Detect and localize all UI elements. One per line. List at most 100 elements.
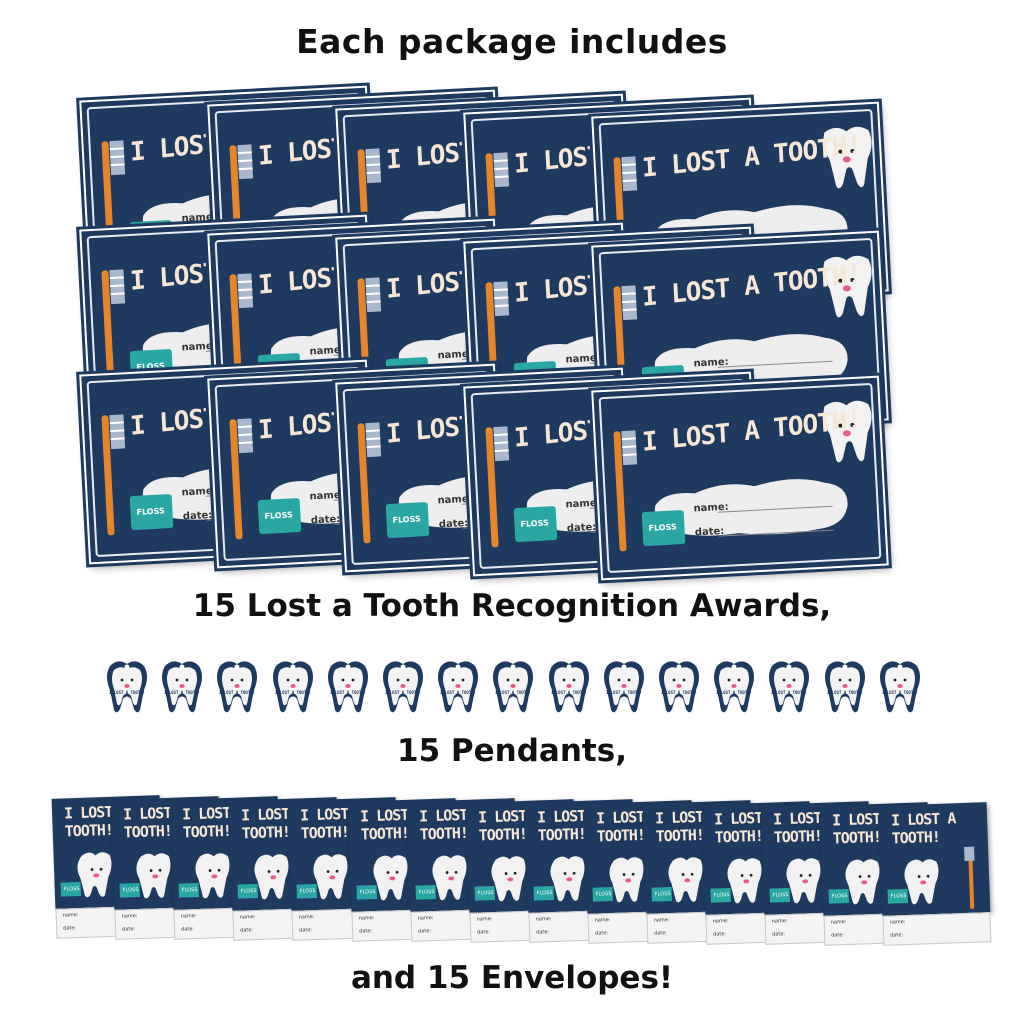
pendant: I LOST A TOOTH!: [435, 658, 481, 714]
pendant-text: I LOST A TOOTH!: [605, 690, 643, 695]
pendant: I LOST A TOOTH!: [766, 658, 812, 714]
speech-cloud: [654, 479, 848, 536]
floss-box-icon: [178, 882, 199, 898]
tooth-pendant-icon: [273, 661, 313, 713]
envelope-name-label: name:: [830, 918, 847, 926]
envelope-date-label: date:: [299, 927, 313, 934]
envelope-floss-label: FLOSS: [536, 890, 553, 897]
award-date-label: date:: [438, 517, 469, 531]
toothbrush-bristles: [964, 846, 975, 861]
envelope-date-label: date:: [654, 930, 668, 937]
envelope-name-label: name:: [180, 913, 197, 920]
envelope-date-label: date:: [359, 927, 373, 935]
pendant: I LOST A TOOTH!: [490, 658, 536, 714]
envelope-name-label: name:: [417, 915, 434, 922]
tooth-pendant-icon: [769, 661, 809, 713]
award-name-label: name:: [693, 501, 729, 515]
heading-package-includes: Each package includes: [296, 22, 728, 61]
floss-box-icon: [474, 885, 495, 901]
tooth-pendant-icon: [383, 661, 423, 713]
floss-box-icon: [415, 884, 436, 900]
tooth-pendant-icon: [549, 661, 589, 713]
award-floss-label: FLOSS: [392, 514, 421, 525]
tooth-pendant-icon: [107, 661, 147, 713]
award-name-label: name:: [565, 497, 601, 511]
tooth-pendant-icon: [328, 661, 368, 713]
floss-box-icon: [257, 498, 302, 534]
envelope-title-line2: TOOTH!: [891, 827, 941, 848]
pendant-text: I LOST A TOOTH!: [715, 690, 753, 695]
award-floss-label: FLOSS: [520, 518, 549, 529]
envelope-date-label: date:: [890, 932, 904, 939]
pendant-text: I LOST A TOOTH!: [770, 690, 808, 695]
tooth-pendant-icon: [493, 661, 533, 713]
floss-box-icon: [60, 881, 81, 897]
pendant: I LOST A TOOTH!: [546, 658, 592, 714]
floss-box-icon: [385, 502, 430, 538]
envelope-title-line1: I LOST A: [890, 809, 956, 830]
envelope-artwork: [887, 846, 975, 909]
pendant-text: I LOST A TOOTH!: [494, 690, 532, 695]
pendant-text: I LOST A TOOTH!: [218, 690, 256, 695]
award-date-label: date:: [310, 513, 341, 527]
envelope-floss-label: FLOSS: [713, 891, 730, 899]
envelope-name-label: name:: [712, 917, 729, 925]
envelope-floss-label: FLOSS: [654, 891, 671, 898]
toothbrush-handle: [357, 423, 371, 544]
toothbrush-handle: [229, 419, 243, 540]
floss-box-icon: [296, 883, 317, 899]
award-floss-label: FLOSS: [136, 506, 165, 517]
pendant-text: I LOST A TOOTH!: [550, 690, 588, 695]
envelope-name-label: name:: [298, 914, 315, 921]
floss-box-icon: [129, 494, 174, 530]
envelope-date-label: date:: [713, 930, 727, 938]
toothbrush-handle: [613, 431, 627, 552]
toothbrush-handle: [485, 427, 499, 548]
award-floss-label: FLOSS: [264, 510, 293, 521]
floss-box-icon: [119, 882, 140, 898]
floss-box-icon: [641, 510, 686, 546]
envelope-name-label: name:: [535, 916, 552, 923]
envelope-floss-label: FLOSS: [240, 887, 257, 895]
envelope-floss-label: FLOSS: [122, 886, 139, 894]
floss-box-icon: [828, 888, 849, 904]
toothbrush-handle: [229, 274, 243, 395]
award-floss-label: FLOSS: [648, 522, 677, 533]
envelope-date-label: date:: [418, 928, 432, 935]
envelope-date-label: date:: [831, 931, 845, 939]
envelope-name-label: name:: [121, 912, 138, 920]
pendant: I LOST A TOOTH!: [601, 658, 647, 714]
tooth-pendant-icon: [162, 661, 202, 713]
pendant-text: I LOST A TOOTH!: [660, 690, 698, 695]
toothbrush-handle: [101, 415, 115, 536]
tooth-pendant-icon: [217, 661, 257, 713]
award-name-label: name:: [181, 340, 217, 354]
tooth-pendant-icon: [604, 661, 644, 713]
pendant: I LOST A TOOTH!: [214, 658, 260, 714]
pendant-text: I LOST A TOOTH!: [439, 690, 477, 695]
award-name-label: name:: [437, 493, 473, 507]
heading-envelopes: and 15 Envelopes!: [350, 960, 674, 996]
heading-awards: 15 Lost a Tooth Recognition Awards,: [192, 588, 832, 624]
pendant-text: I LOST A TOOTH!: [384, 690, 422, 695]
tooth-pendant-icon: [825, 661, 865, 713]
envelope-date-label: date:: [240, 926, 254, 934]
pendant-text: I LOST A TOOTH!: [274, 690, 312, 695]
heading-pendants: 15 Pendants,: [397, 733, 627, 769]
award-date-label: date:: [566, 521, 597, 535]
pendant: I LOST A TOOTH!: [877, 658, 923, 714]
pendant-text: I LOST A TOOTH!: [108, 690, 146, 695]
floss-box-icon: [592, 886, 613, 902]
envelope-floss-label: FLOSS: [418, 889, 435, 896]
pendant: I LOST A TOOTH!: [104, 658, 150, 714]
envelope-name-label: name:: [594, 916, 611, 924]
floss-box-icon: [356, 884, 377, 900]
envelope-floss-label: FLOSS: [359, 888, 376, 896]
pendant: I LOST A TOOTH!: [656, 658, 702, 714]
award-name-label: name:: [309, 489, 345, 503]
pendant-text: I LOST A TOOTH!: [163, 690, 201, 695]
pendant: I LOST A TOOTH!: [711, 658, 757, 714]
tooth-pendant-icon: [880, 661, 920, 713]
pendant-text: I LOST A TOOTH!: [881, 690, 919, 695]
